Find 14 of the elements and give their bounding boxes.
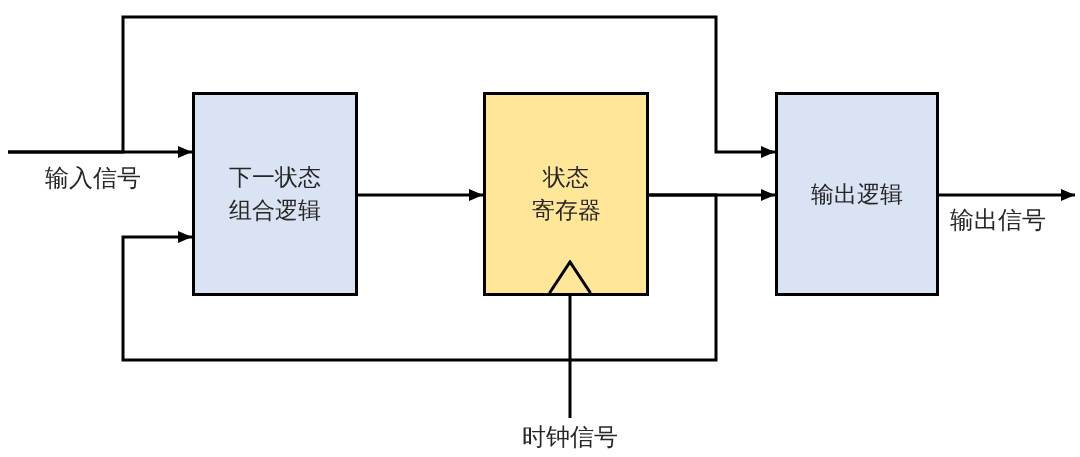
block-label: 下一状态组合逻辑: [229, 163, 321, 225]
arrow: [358, 189, 483, 201]
arrow: [939, 189, 1075, 201]
register-box: [483, 92, 649, 296]
arrow: [8, 15, 775, 158]
connector-line: [568, 296, 572, 418]
process-box: [775, 92, 939, 296]
block-label: 状态寄存器: [531, 163, 601, 225]
process-box: [192, 92, 358, 296]
signal-label: 时钟信号: [505, 418, 635, 456]
edge-label: 输入信号: [44, 164, 142, 193]
arrow: [121, 193, 718, 362]
edge-label: 输出信号: [949, 206, 1047, 235]
block-label: 输出逻辑: [811, 179, 903, 209]
